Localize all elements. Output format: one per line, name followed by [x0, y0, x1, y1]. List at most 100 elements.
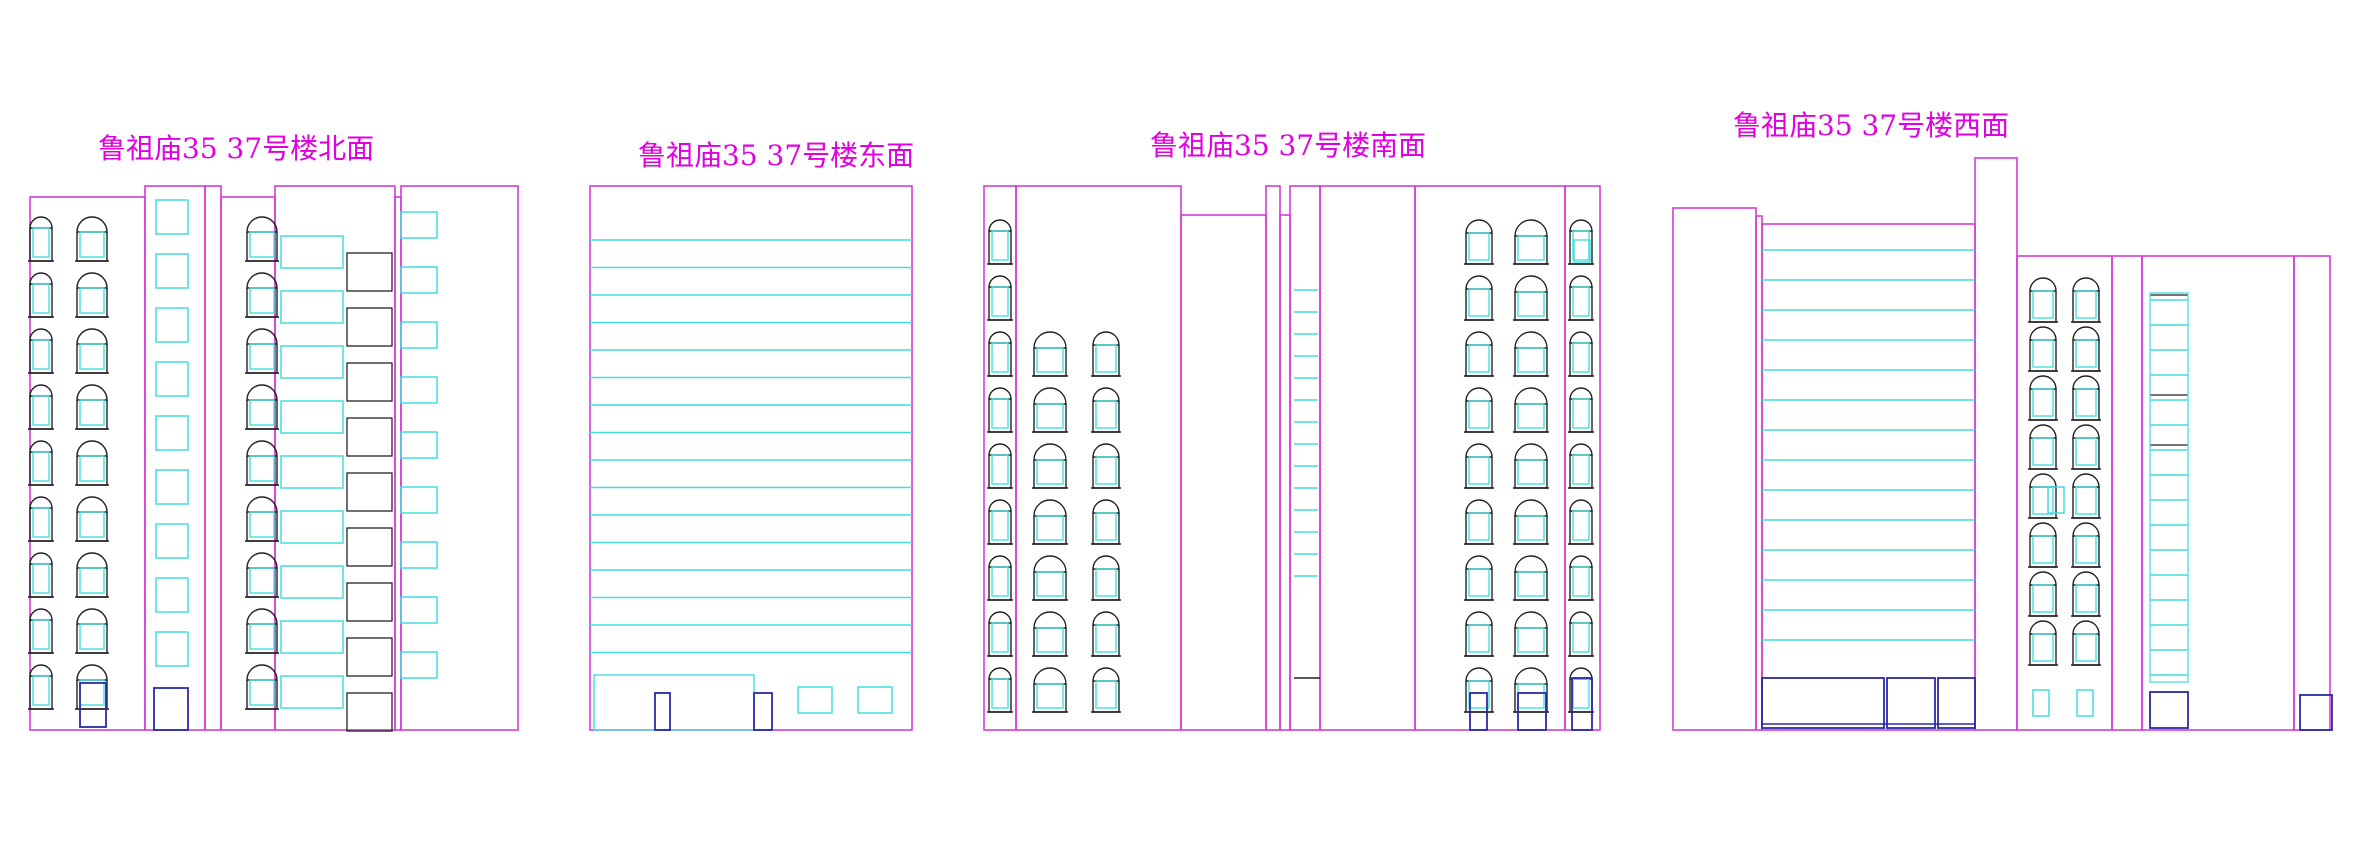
arched-window-pane — [991, 398, 1009, 429]
arched-window-top — [988, 387, 1012, 400]
south-stair-column — [1289, 185, 1321, 731]
north-balcony-frame — [346, 472, 393, 512]
arched-window-top — [988, 667, 1012, 680]
arched-window-pane — [1036, 571, 1064, 597]
north-balcony-panel — [280, 620, 344, 654]
arched-window-top — [988, 443, 1012, 456]
west-vent-c — [2047, 486, 2065, 514]
north-elevation — [28, 185, 519, 732]
west-tower — [1974, 157, 2018, 731]
arched-window-pane — [249, 511, 275, 538]
arched-window-top — [988, 331, 1012, 344]
arched-window-pane — [249, 343, 275, 370]
north-stair-window — [155, 523, 189, 559]
arched-window-pane — [1572, 286, 1590, 317]
arched-window-pane — [1468, 568, 1490, 597]
arched-window-top — [1465, 667, 1493, 682]
west-elevation-title: 鲁祖庙35 37号楼西面 — [1733, 109, 2009, 142]
east-door-right — [753, 692, 773, 731]
arched-window-top — [246, 328, 278, 345]
arched-window-pane — [2032, 535, 2054, 564]
arched-window-pane — [79, 399, 105, 426]
arched-window-top — [1569, 443, 1593, 456]
south-door-a — [1469, 692, 1488, 731]
arched-window-pane — [1517, 627, 1545, 653]
arched-window-pane — [2075, 486, 2097, 515]
arched-window-top — [2072, 326, 2100, 341]
arched-window-pane — [1036, 459, 1064, 485]
arched-window-top — [246, 552, 278, 569]
arched-window-pane — [1517, 571, 1545, 597]
arched-window-pane — [1572, 398, 1590, 429]
arched-window-pane — [2075, 290, 2097, 319]
arched-window-top — [1569, 611, 1593, 624]
south-door-b — [1517, 692, 1547, 731]
arched-window-pane — [32, 507, 50, 538]
arched-window-pane — [1572, 342, 1590, 373]
north-balcony-frame — [346, 637, 393, 677]
arched-window-top — [988, 499, 1012, 512]
arched-window-top — [1465, 219, 1493, 234]
arched-window-pane — [1095, 624, 1117, 653]
arched-window-top — [1569, 499, 1593, 512]
arched-window-top — [29, 552, 53, 565]
arched-window-top — [29, 272, 53, 285]
arched-window-top — [2029, 424, 2057, 439]
north-stair-window — [155, 577, 189, 613]
arched-window-top — [1033, 331, 1067, 349]
south-elevation — [983, 185, 1601, 731]
arched-window-top — [988, 555, 1012, 568]
north-stair-door — [153, 687, 189, 731]
arched-window-top — [1514, 275, 1548, 293]
north-entrance-door — [79, 682, 107, 728]
north-side-window — [400, 486, 438, 514]
arched-window-top — [2072, 522, 2100, 537]
arched-window-pane — [249, 455, 275, 482]
west-shopfront-a — [1761, 677, 1885, 729]
east-vent-right — [857, 686, 893, 714]
arched-window-top — [1465, 275, 1493, 290]
arched-window-top — [76, 328, 108, 345]
arched-window-pane — [1468, 288, 1490, 317]
east-ground-band — [593, 674, 755, 731]
arched-window-top — [246, 664, 278, 681]
arched-window-top — [246, 496, 278, 513]
arched-window-top — [76, 272, 108, 289]
arched-window-top — [1514, 331, 1548, 349]
arched-window-pane — [991, 342, 1009, 373]
arched-window-pane — [991, 622, 1009, 653]
arched-window-pane — [1517, 291, 1545, 317]
arched-window-pane — [32, 563, 50, 594]
arched-window-pane — [2032, 339, 2054, 368]
arched-window-top — [1465, 331, 1493, 346]
north-stair-window — [155, 415, 189, 451]
north-side-window — [400, 211, 438, 239]
arched-window-pane — [32, 451, 50, 482]
south-wing-left — [1015, 185, 1182, 731]
arched-window-pane — [1517, 403, 1545, 429]
arched-window-top — [29, 216, 53, 229]
arched-window-pane — [1036, 683, 1064, 709]
north-balcony-panel — [280, 510, 344, 544]
arched-window-pane — [79, 231, 105, 258]
north-balcony-panel — [280, 400, 344, 434]
arched-window-pane — [2075, 535, 2097, 564]
arched-window-top — [1514, 443, 1548, 461]
west-vent-a — [2032, 689, 2050, 717]
west-stair-edge — [2111, 255, 2143, 731]
north-side-window — [400, 266, 438, 294]
arched-window-top — [1569, 275, 1593, 288]
north-stair-window — [155, 469, 189, 505]
arched-window-pane — [249, 287, 275, 314]
north-balcony-frame — [346, 307, 393, 347]
arched-window-pane — [1572, 622, 1590, 653]
arched-window-pane — [1468, 344, 1490, 373]
east-elevation — [589, 185, 913, 731]
south-wing-right — [1414, 185, 1566, 731]
arched-window-pane — [991, 230, 1009, 261]
arched-window-top — [246, 272, 278, 289]
north-stair-window — [155, 361, 189, 397]
arched-window-pane — [2075, 584, 2097, 613]
arched-window-pane — [79, 511, 105, 538]
